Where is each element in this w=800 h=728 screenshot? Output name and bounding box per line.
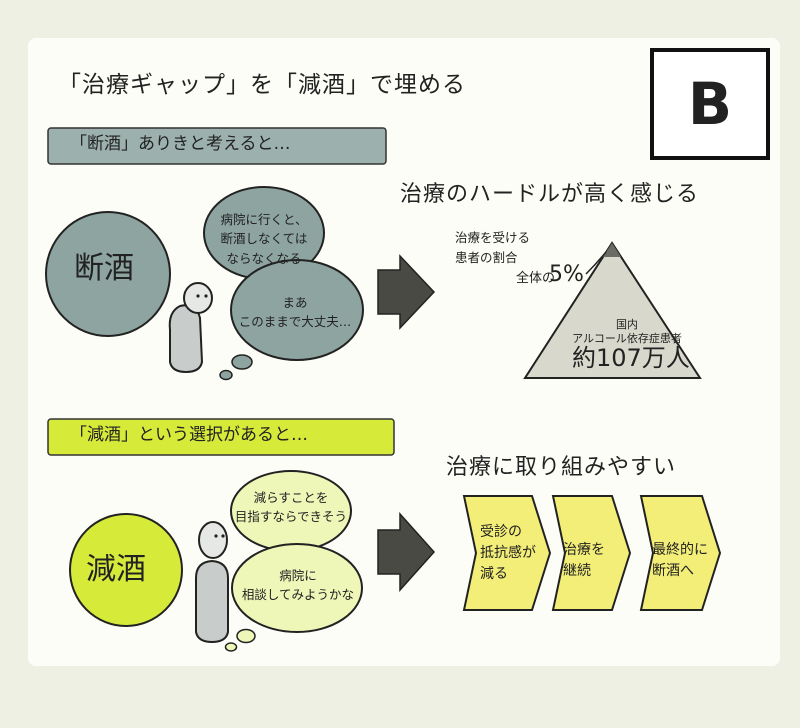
headline-abstinence: 治療のハードルが高く感じる: [400, 182, 700, 207]
thought-text: 病院に行くと、 断酒しなくては ならなくなる: [220, 212, 308, 266]
population-count: 約107万人: [572, 344, 690, 372]
step-shape: [462, 495, 552, 611]
thought-text: まあ このままで大丈夫…: [238, 295, 352, 330]
thought-dot: [236, 628, 256, 644]
pyramid-tip-treated: [603, 243, 621, 257]
banner-reduction: [47, 418, 395, 456]
banner-abstinence-text: 「断酒」ありきと考えると…: [70, 134, 291, 154]
share-text: 全体の: [516, 271, 556, 286]
treatment-rate-label: 治療を受ける 患者の割合: [455, 230, 531, 265]
step-shape: [639, 495, 722, 611]
badge-letter: B: [687, 69, 733, 138]
arrow-right-icon: [377, 512, 436, 592]
person-icon: [195, 521, 229, 644]
banner-abstinence: [47, 127, 387, 165]
population-label: 国内 アルコール依存症患者: [572, 318, 682, 346]
abstinence-circle: [45, 211, 171, 337]
badge-box: [650, 48, 770, 160]
banner-reduction-text: 「減酒」という選択があると…: [70, 425, 308, 445]
step-label-2: 治療を 継続: [563, 542, 605, 579]
step-label-3: 最終的に 断酒へ: [652, 542, 708, 579]
pyramid-pointer: [585, 251, 607, 275]
thought-dot: [224, 642, 238, 652]
step-label-1: 受診の 抵抗感が 減る: [480, 524, 536, 582]
person-icon: [168, 282, 213, 374]
thought-dot: [231, 354, 253, 370]
step-shape: [551, 495, 632, 611]
page-title: 「治療ギャップ」を「減酒」で埋める: [58, 72, 466, 98]
thought-bubble-icon: [230, 259, 364, 361]
share-value: 5%: [549, 262, 584, 287]
arrow-right-icon: [377, 254, 436, 330]
abstinence-circle-label: 断酒: [74, 251, 134, 286]
thought-text: 病院に 相談してみようかな: [241, 568, 355, 603]
thought-bubble-icon: [231, 543, 363, 633]
thought-dot: [219, 369, 233, 381]
reduction-circle: [69, 513, 183, 627]
thought-text: 減らすことを 目指すならできそう: [234, 490, 348, 525]
reduction-circle-label: 減酒: [86, 552, 146, 587]
patient-pyramid: [523, 241, 702, 379]
headline-reduction: 治療に取り組みやすい: [446, 455, 677, 480]
